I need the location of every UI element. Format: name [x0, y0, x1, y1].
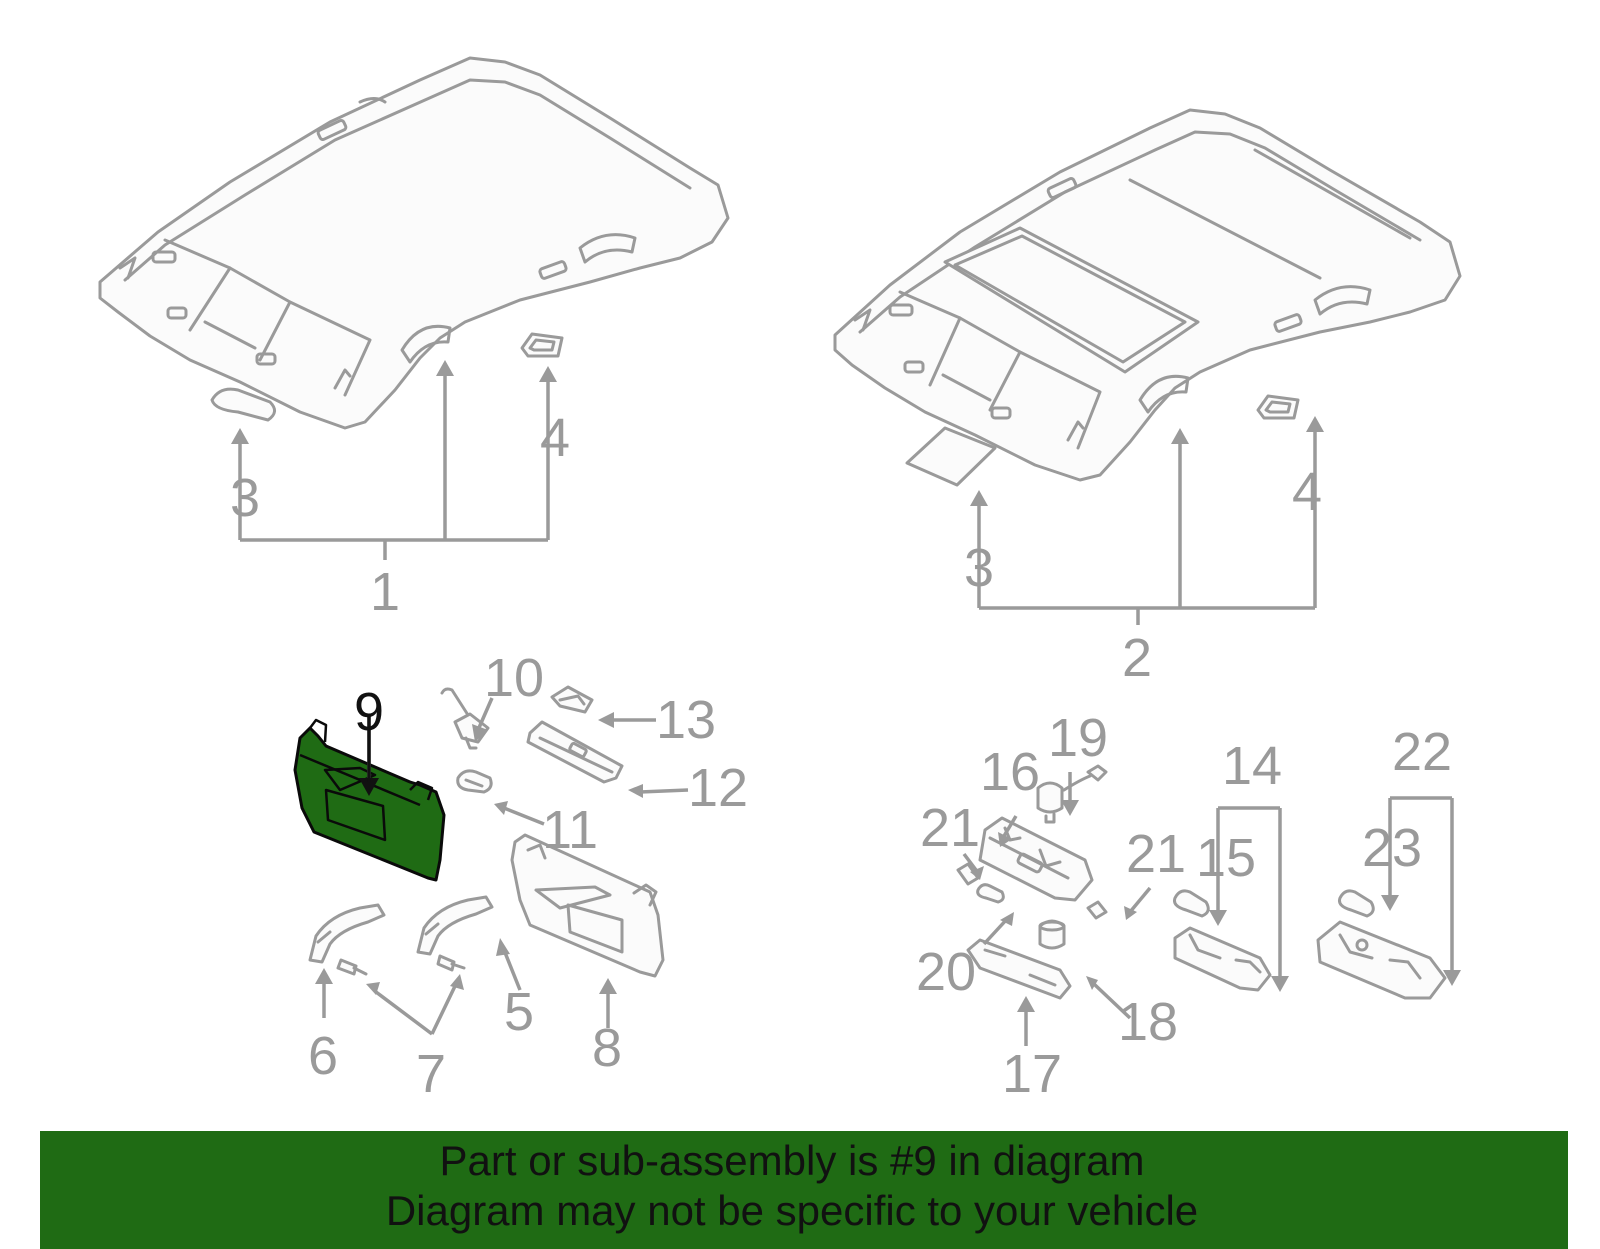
callout-14: 14 — [1222, 736, 1282, 796]
callout-15: 15 — [1196, 828, 1256, 888]
callout-1: 1 — [370, 562, 400, 622]
callout-5: 5 — [504, 982, 534, 1042]
arrowheads — [231, 360, 1461, 1012]
callout-4-left: 4 — [540, 408, 570, 468]
part-10-clip — [440, 687, 490, 750]
callout-9: 9 — [354, 682, 384, 742]
callout-18: 18 — [1118, 992, 1178, 1052]
callout-labels: 1 3 4 2 3 4 9 10 13 12 11 5 8 6 7 19 16 … — [230, 408, 1452, 1104]
callout-2: 2 — [1122, 628, 1152, 688]
callout-17: 17 — [1002, 1044, 1062, 1104]
callout-11: 11 — [542, 800, 598, 860]
part-16-lamp-housing — [978, 816, 1094, 902]
banner-line-part-info: Part or sub-assembly is #9 in diagram — [439, 1137, 1145, 1184]
part-9-sun-visor-highlighted — [293, 718, 446, 882]
part-19-switch — [1036, 764, 1108, 824]
part-4-lamp-lens-right — [1256, 394, 1300, 420]
callout-4-right: 4 — [1292, 462, 1322, 522]
part-3-pad-left — [210, 387, 276, 422]
part-5-grab-handle — [416, 895, 494, 956]
leader-lines — [238, 372, 1454, 1046]
part-15-bulb — [1173, 889, 1210, 918]
callout-10: 10 — [484, 648, 544, 708]
part-12-lamp — [526, 720, 624, 784]
part-22-lamp-assembly — [1316, 920, 1447, 1000]
part-20-bulb — [976, 883, 1005, 904]
part-7-screw-a — [336, 958, 368, 976]
part-17-lens — [966, 938, 1072, 1000]
callout-20: 20 — [916, 942, 976, 1002]
callout-16: 16 — [980, 742, 1040, 802]
callout-22: 22 — [1392, 722, 1452, 782]
headliner-1 — [98, 56, 730, 430]
headliner-2 — [833, 108, 1462, 482]
callout-19: 19 — [1048, 708, 1108, 768]
callout-6: 6 — [308, 1026, 338, 1086]
callout-21-right: 21 — [1126, 824, 1186, 884]
info-banner: Part or sub-assembly is #9 in diagram Di… — [40, 1131, 1568, 1249]
callout-8: 8 — [592, 1018, 622, 1078]
part-18-cap — [1038, 919, 1066, 950]
banner-line-disclaimer: Diagram may not be specific to your vehi… — [385, 1187, 1199, 1234]
part-14-lamp-assembly — [1173, 926, 1272, 992]
part-3-pad-right — [905, 426, 997, 487]
part-8-sun-visor — [510, 833, 665, 978]
part-21-bulb-right — [1086, 900, 1108, 920]
callout-12: 12 — [688, 758, 748, 818]
part-23-bulb — [1338, 889, 1375, 918]
part-6-grab-handle — [308, 903, 386, 964]
callout-3-left: 3 — [230, 468, 260, 528]
callout-23: 23 — [1362, 818, 1422, 878]
callout-3-right: 3 — [964, 538, 994, 598]
part-7-screw-b — [436, 954, 466, 972]
callout-21-left: 21 — [920, 798, 980, 858]
part-4-lamp-lens-left — [520, 332, 564, 358]
arrowhead-9 — [359, 778, 379, 796]
part-11-clip — [456, 769, 493, 794]
callout-13: 13 — [656, 690, 716, 750]
part-13-bracket — [550, 685, 594, 714]
callout-7: 7 — [416, 1044, 446, 1104]
